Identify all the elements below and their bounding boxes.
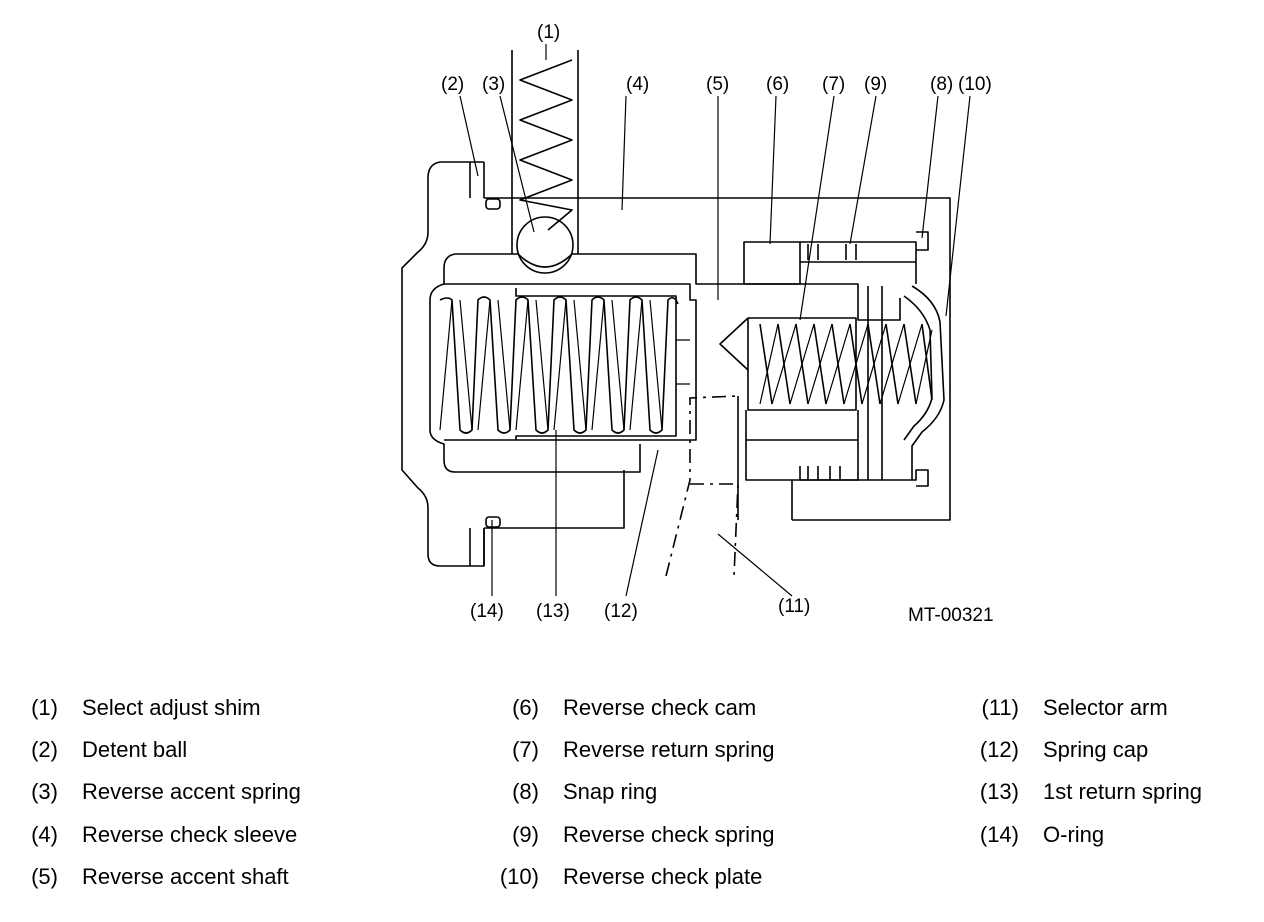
legend-label: O-ring [1043,821,1105,847]
callout-6: (6) [766,74,789,95]
callout-12: (12) [604,601,638,622]
callout-13: (13) [536,601,570,622]
reverse-check-cam [743,241,801,285]
legend-label: Reverse accent spring [82,779,301,805]
legend-number: (11) [981,695,1020,720]
callout-9: (9) [864,74,887,95]
o-ring-bottom [485,516,501,528]
callout-3: (1) [537,22,560,43]
callout-8: (8) [930,74,953,95]
callout-2: (3) [482,74,505,95]
legend-number: (8) [512,779,539,805]
callout-11: (11) [778,596,810,617]
legend-number: (3) [31,779,58,805]
cam-lower-block [745,410,859,481]
reverse-accent-shaft-body [455,253,901,321]
spring-cap-ribs [676,339,690,385]
first-return-spring-back [439,299,663,431]
callout-7: (7) [822,74,845,95]
legend-label: Selector arm [1043,695,1168,720]
legend-number: (1) [31,695,58,720]
housing-outline [401,161,485,567]
first-return-spring [439,296,679,434]
small-coils-bottom [807,466,841,480]
legend-label: Reverse return spring [563,737,775,763]
reverse-check-plate-stems [791,286,929,520]
legend-label: Spring cap [1043,737,1149,763]
legend-number: (6) [512,695,539,720]
legend-number: (7) [512,737,539,763]
legend-label: Reverse check sleeve [82,821,298,847]
selector-arm [665,395,739,577]
legend-number: (14) [979,821,1019,847]
legend-label: Detent ball [82,737,188,763]
reverse-return-spring-back [759,323,933,405]
callout-4: (4) [626,74,649,95]
shaft-left-end [429,253,641,473]
callout-5: (5) [706,74,729,95]
reverse-check-assembly-diagram: (1) (2) (3) (4) (5) (6) (7) (9) (8) (10)… [401,22,994,626]
legend-label: Reverse check spring [563,821,775,847]
legend-number: (5) [31,863,58,889]
housing-top-line [484,197,951,521]
legend-number: (10) [499,863,539,889]
figure-code: MT-00321 [908,605,994,626]
callout-14: (14) [470,601,504,622]
legend-number: (9) [512,821,539,847]
callout-1: (2) [441,74,464,95]
housing-bottom-line [484,470,625,529]
legend-number: (4) [31,821,58,847]
legend-label: Select adjust shim [82,695,261,720]
legend-label: Reverse check plate [563,863,763,889]
leader-lines [459,44,971,597]
callout-10: (10) [958,74,992,95]
reverse-check-sleeve-inner [800,231,929,284]
reverse-check-plate [903,285,945,480]
legend-label: Snap ring [563,779,658,805]
housing-flange-bottom [469,528,485,566]
legend-label: Reverse accent shaft [82,863,289,889]
legend-number: (13) [979,779,1019,805]
spring-bore [511,50,579,254]
legend-label: 1st return spring [1043,779,1202,805]
reverse-check-spring [807,244,857,260]
legend-number: (2) [31,737,58,763]
legend-label: Reverse check cam [563,695,757,720]
detent-ball [516,216,574,274]
legend-number: (12) [979,737,1019,763]
housing-flange-top [469,162,485,198]
o-ring-top [485,198,501,210]
reverse-accent-spring [519,59,573,231]
spring-cap [515,288,677,440]
